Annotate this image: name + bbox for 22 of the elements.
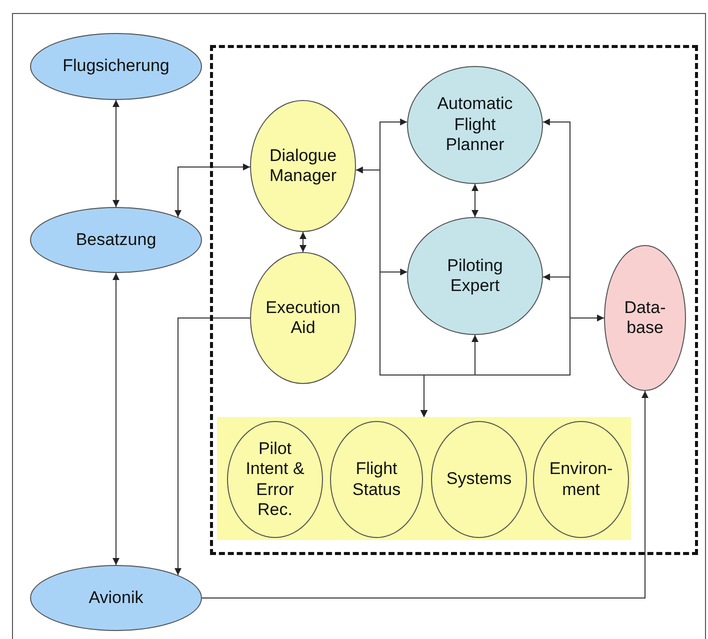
dashed-boundary-box xyxy=(210,45,698,555)
connector-arrow xyxy=(174,318,250,576)
node-label: Automatic Flight Planner xyxy=(436,94,514,156)
connector-arrow xyxy=(420,314,604,418)
node-label: Dialogue Manager xyxy=(268,146,338,186)
node-label: Data- base xyxy=(623,298,667,338)
connector-arrow xyxy=(112,100,120,208)
connector-arrow xyxy=(174,164,250,218)
node-label: Environ- ment xyxy=(548,459,614,500)
node-label: Besatzung xyxy=(76,230,156,250)
node-label: Piloting Expert xyxy=(446,256,504,296)
node-label: Avionik xyxy=(88,588,144,608)
node-label: Flugsicherung xyxy=(62,56,170,77)
knowledge-band xyxy=(217,417,631,540)
connector-arrow xyxy=(202,390,648,598)
node-label: Systems xyxy=(446,469,512,490)
connector-arrow xyxy=(112,272,120,566)
node-label: Pilot Intent & Error Rec. xyxy=(244,438,306,520)
connector-arrow xyxy=(472,184,478,218)
node-label: Execution Aid xyxy=(264,298,342,338)
node-label: Flight Status xyxy=(351,459,402,500)
connector-arrow xyxy=(300,232,306,252)
